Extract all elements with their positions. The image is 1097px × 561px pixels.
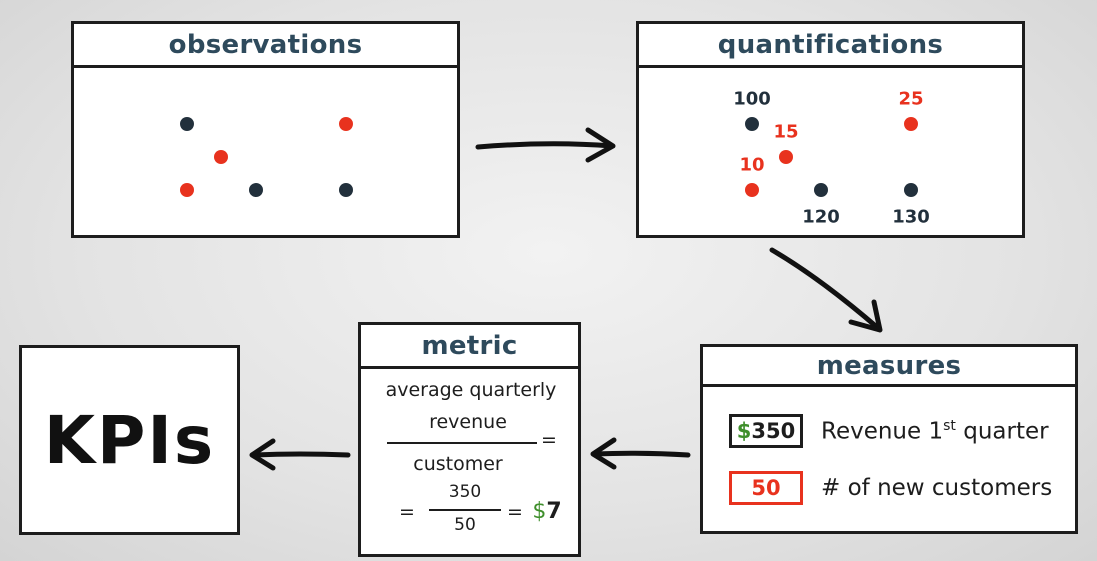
quantification-label: 130 [892, 206, 930, 228]
arrow-right-icon [475, 127, 616, 163]
quantification-dot [779, 150, 793, 164]
measure-row-customers: 50 # of new customers [729, 471, 1052, 505]
quantification-label: 100 [733, 88, 771, 110]
observation-dot [339, 117, 353, 131]
observation-dot [214, 150, 228, 164]
customers-value-box: 50 [729, 471, 803, 505]
observations-title: observations [74, 24, 457, 68]
quantifications-points: 100 15 10 25 120 130 [639, 68, 1022, 235]
quantification-dot [904, 117, 918, 131]
arrow-down-right-icon [769, 247, 883, 333]
quantification-dot [904, 183, 918, 197]
measures-title: measures [703, 347, 1075, 387]
observations-dots [74, 68, 457, 235]
equals-sign: = [399, 501, 415, 523]
observation-dot [249, 183, 263, 197]
equals-sign: = [507, 501, 523, 523]
arrow-left-icon [249, 438, 351, 471]
metric-result: $7 [532, 499, 562, 524]
observations-box: observations [71, 21, 460, 238]
quantification-dot [814, 183, 828, 197]
quantification-label: 10 [739, 154, 765, 176]
revenue-label: Revenue 1st quarter [821, 417, 1049, 445]
metric-title: metric [361, 325, 578, 369]
measures-body: $350 Revenue 1st quarter 50 # of new cus… [703, 387, 1075, 531]
quantification-dot [745, 117, 759, 131]
fraction-bar [387, 442, 537, 444]
observation-dot [339, 183, 353, 197]
customers-label: # of new customers [821, 475, 1053, 501]
quantification-label: 120 [802, 206, 840, 228]
dollar-sign: $ [736, 419, 752, 443]
metric-num2: 350 [448, 482, 482, 502]
observation-dot [180, 117, 194, 131]
quantifications-box: quantifications 100 15 10 25 120 130 [636, 21, 1025, 238]
kpis-box: KPIs [19, 345, 240, 535]
equals-sign: = [541, 429, 557, 451]
measure-row-revenue: $350 Revenue 1st quarter [729, 414, 1049, 448]
quantification-label: 15 [773, 121, 799, 143]
metric-formula: average quarterly revenue = customer = 3… [361, 369, 578, 554]
metric-numerator: revenue [429, 411, 507, 433]
measures-box: measures $350 Revenue 1st quarter 50 # o… [700, 344, 1078, 534]
revenue-value-box: $350 [729, 414, 803, 448]
kpis-label: KPIs [43, 401, 216, 479]
quantifications-title: quantifications [639, 24, 1022, 68]
metric-denominator: customer [413, 453, 503, 475]
arrow-left-icon [590, 437, 691, 470]
customers-value: 50 [751, 476, 781, 500]
fraction-bar-2 [429, 509, 501, 511]
metric-box: metric average quarterly revenue = custo… [358, 322, 581, 557]
metric-den2: 50 [454, 515, 476, 535]
quantification-label: 25 [898, 88, 924, 110]
quantification-dot [745, 183, 759, 197]
observation-dot [180, 183, 194, 197]
metric-line1: average quarterly [385, 379, 557, 401]
revenue-value: 350 [751, 419, 796, 443]
